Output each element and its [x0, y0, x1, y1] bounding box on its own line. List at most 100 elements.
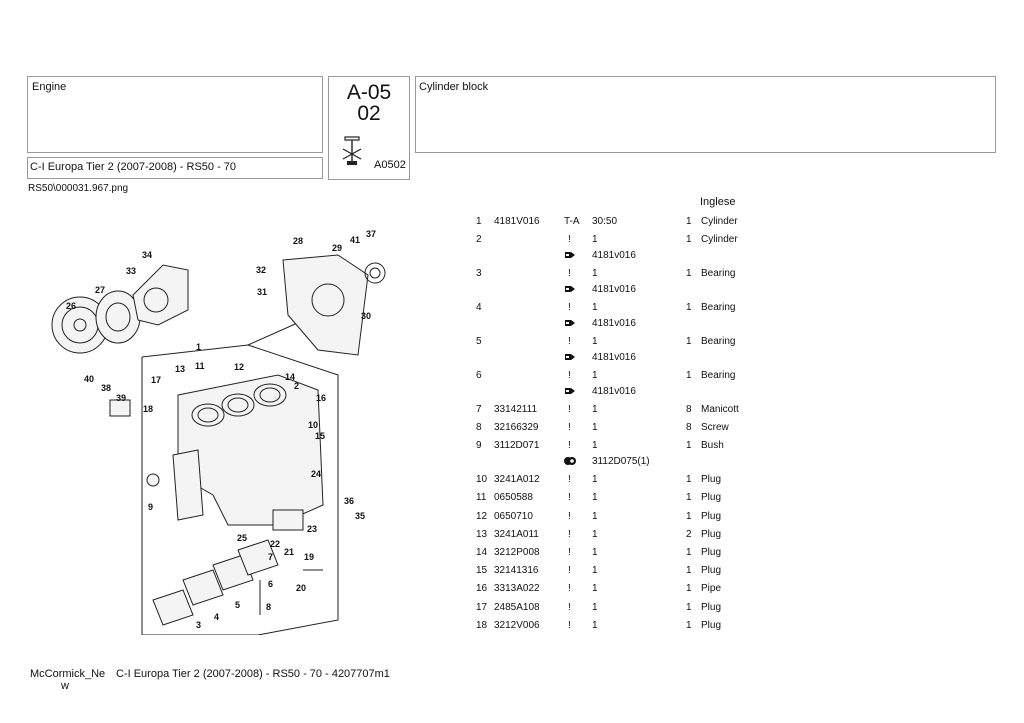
- table-row-note: 4181v016: [476, 250, 776, 264]
- exploded-diagram: 1 3 4 5 6 7 8 9 10 11 12 13 14 15 16 17 …: [51, 229, 386, 635]
- code-line1: A-05: [346, 81, 392, 104]
- language-header: Inglese: [700, 196, 736, 208]
- callout-40: 40: [84, 374, 94, 384]
- callout-9: 9: [148, 502, 153, 512]
- callout-20: 20: [296, 583, 306, 593]
- row-number: 6: [476, 370, 482, 381]
- table-row-note: 4181v016: [476, 352, 776, 366]
- row-number: 12: [476, 511, 488, 522]
- quantity: 1: [686, 440, 692, 451]
- row-number: 18: [476, 620, 488, 631]
- note-text: 3112D075(1): [592, 456, 650, 467]
- callout-17: 17: [151, 375, 161, 385]
- callout-4: 4: [214, 612, 219, 622]
- qty-label: 30:50: [592, 216, 618, 227]
- note-text: 4181v016: [592, 352, 636, 363]
- model-box: C-I Europa Tier 2 (2007-2008) - RS50 - 7…: [27, 157, 323, 179]
- row-mark: !: [568, 620, 571, 631]
- callout-36: 36: [344, 496, 354, 506]
- code-line2: 02: [357, 102, 381, 125]
- table-row-note: 4181v016: [476, 386, 776, 400]
- row-number: 17: [476, 602, 488, 613]
- image-filename: RS50\000031.967.png: [28, 183, 129, 194]
- qty-label: 1: [592, 404, 598, 415]
- part-number: 33142111: [494, 404, 538, 415]
- qty-label: 1: [592, 302, 598, 313]
- quantity: 1: [686, 511, 692, 522]
- callout-2: 2: [294, 381, 299, 391]
- part-number: 3212V006: [494, 620, 540, 631]
- footer-doc: C-I Europa Tier 2 (2007-2008) - RS50 - 7…: [116, 668, 390, 680]
- part-number: 4181V016: [494, 216, 540, 227]
- qty-label: 1: [592, 602, 598, 613]
- qty-label: 1: [592, 492, 598, 503]
- quantity: 1: [686, 268, 692, 279]
- part-number: 3241A011: [494, 529, 539, 540]
- row-mark: !: [568, 529, 571, 540]
- description: Bearing: [701, 302, 736, 313]
- description: Plug: [701, 547, 722, 558]
- row-number: 5: [476, 336, 482, 347]
- qty-label: 1: [592, 474, 598, 485]
- row-mark: !: [568, 404, 571, 415]
- callout-12: 12: [234, 362, 244, 372]
- part-number: 3313A022: [494, 583, 540, 594]
- quantity: 1: [686, 547, 692, 558]
- qty-label: 1: [592, 547, 598, 558]
- callout-15: 15: [315, 431, 325, 441]
- part-number: 3241A012: [494, 474, 540, 485]
- part-number: 2485A108: [494, 602, 540, 613]
- callout-34: 34: [142, 250, 152, 260]
- callout-22: 22: [270, 539, 280, 549]
- row-mark: !: [568, 474, 571, 485]
- row-number: 14: [476, 547, 488, 558]
- table-row-note: 4181v016: [476, 284, 776, 298]
- callout-16: 16: [316, 393, 326, 403]
- row-mark: !: [568, 565, 571, 576]
- callout-3: 3: [196, 620, 201, 630]
- callout-32: 32: [256, 265, 266, 275]
- row-number: 15: [476, 565, 488, 576]
- description: Bush: [701, 440, 724, 451]
- note-text: 4181v016: [592, 284, 636, 295]
- row-mark: !: [568, 336, 571, 347]
- part-number: 32166329: [494, 422, 539, 433]
- qty-label: 1: [592, 511, 598, 522]
- description: Plug: [701, 565, 722, 576]
- quantity: 1: [686, 474, 692, 485]
- row-number: 13: [476, 529, 488, 540]
- callout-25: 25: [237, 533, 247, 543]
- callout-35: 35: [355, 511, 365, 521]
- callout-1: 1: [196, 342, 201, 352]
- description: Screw: [701, 422, 729, 433]
- row-mark: !: [568, 370, 571, 381]
- callout-27: 27: [95, 285, 105, 295]
- callout-30: 30: [361, 311, 371, 321]
- alternative-parts-icon: [564, 456, 576, 469]
- description: Plug: [701, 602, 722, 613]
- callout-41: 41: [350, 235, 360, 245]
- callout-33: 33: [126, 266, 136, 276]
- quantity: 1: [686, 370, 692, 381]
- qty-label: 1: [592, 336, 598, 347]
- qty-label: 1: [592, 565, 598, 576]
- description: Bearing: [701, 336, 736, 347]
- callout-11: 11: [195, 361, 205, 371]
- qty-label: 1: [592, 440, 598, 451]
- row-number: 2: [476, 234, 482, 245]
- description: Bearing: [701, 370, 736, 381]
- qty-label: 1: [592, 234, 598, 245]
- quantity: 1: [686, 302, 692, 313]
- quantity: 1: [686, 216, 692, 227]
- callout-38: 38: [101, 383, 111, 393]
- description: Plug: [701, 492, 722, 503]
